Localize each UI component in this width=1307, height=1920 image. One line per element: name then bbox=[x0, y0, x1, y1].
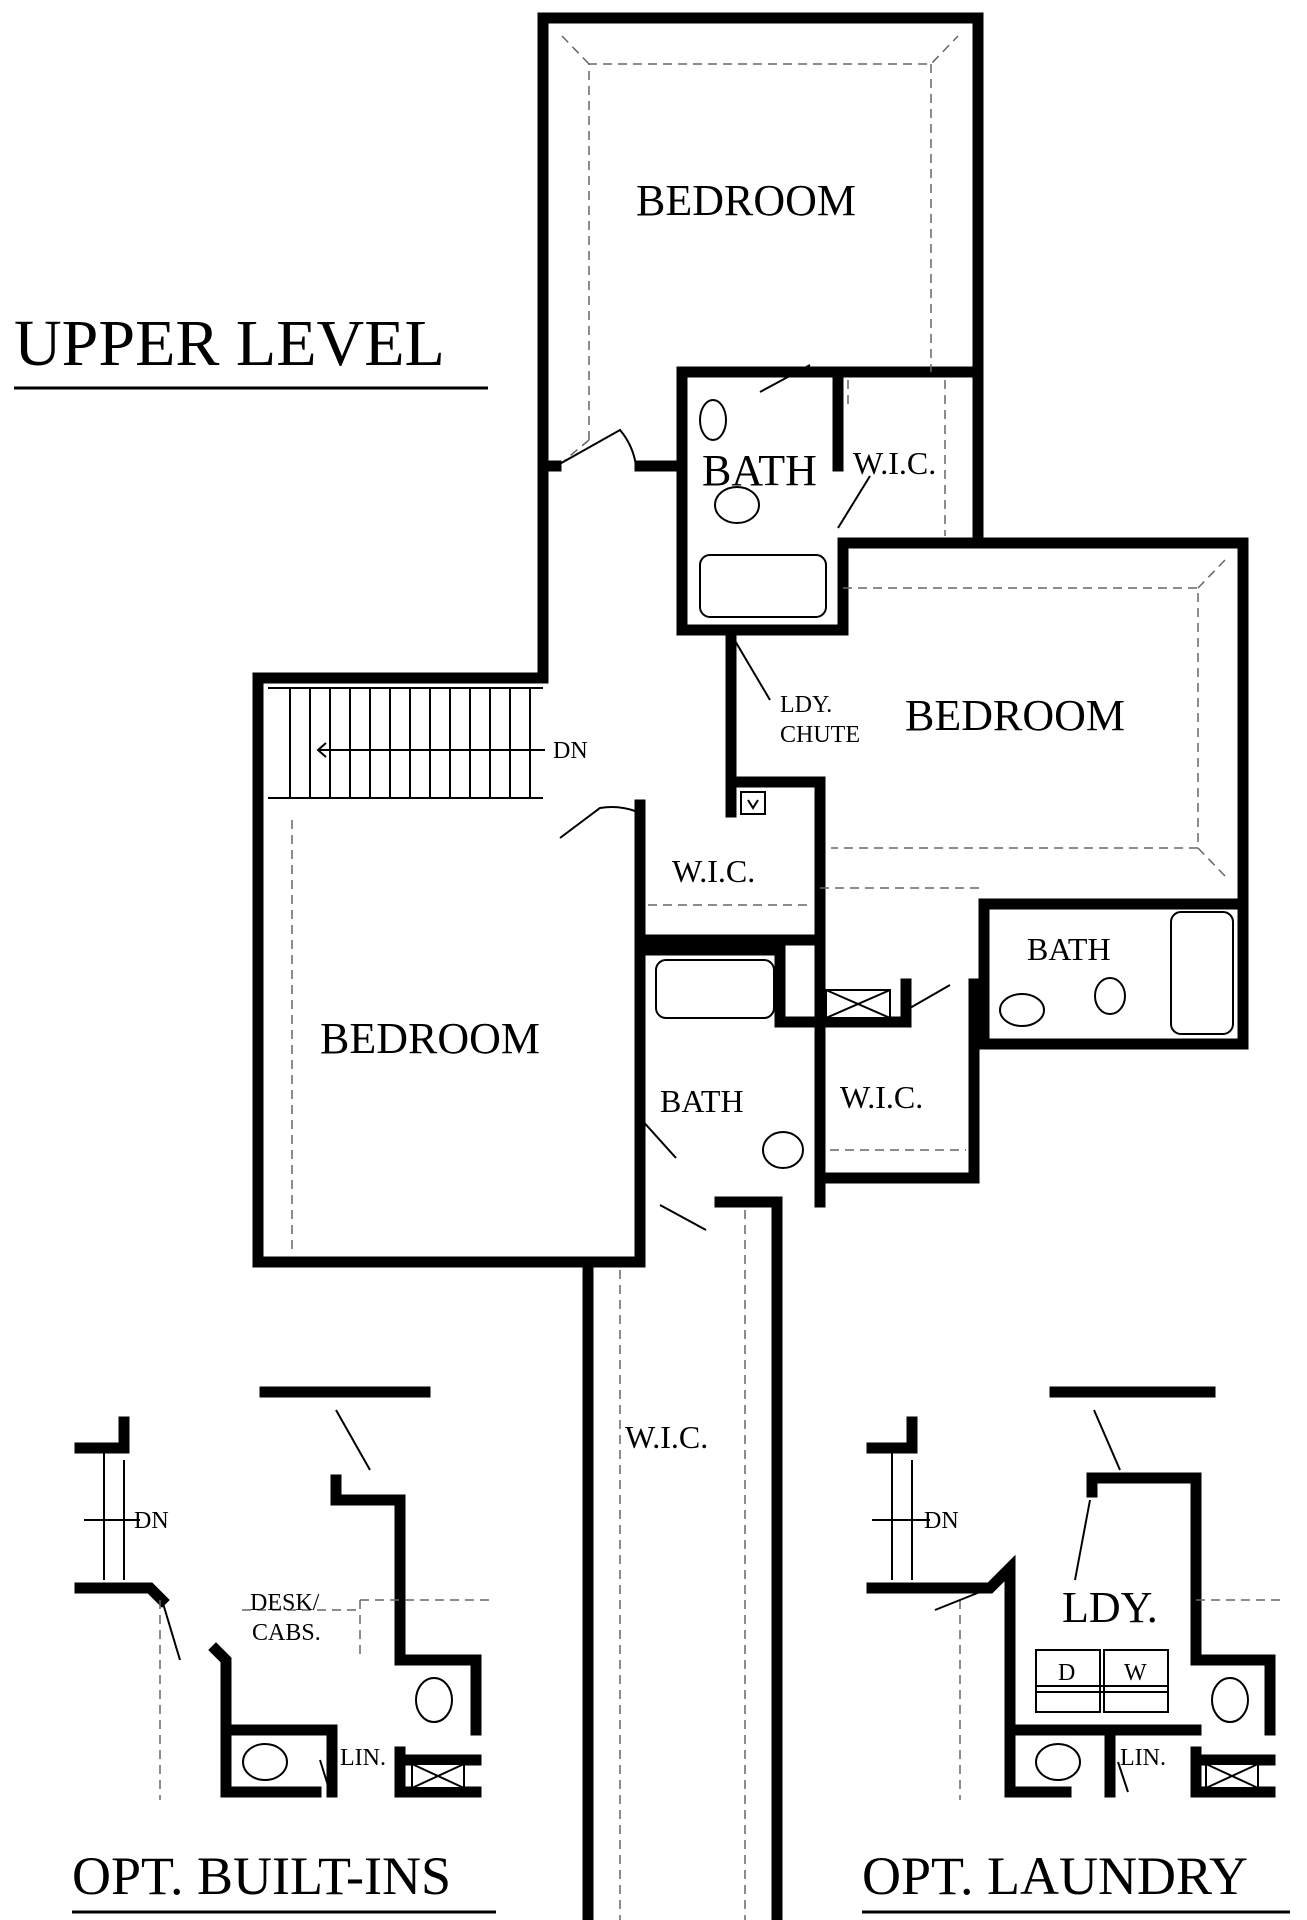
tub-center-bath bbox=[655, 959, 775, 1019]
laundry-chute bbox=[740, 791, 766, 815]
room-labels: BEDROOM BATH W.I.C. BEDROOM LDY. CHUTE W… bbox=[320, 176, 1125, 1455]
tub-right-bath bbox=[1170, 911, 1234, 1035]
title-opt-builtins: OPT. BUILT-INS bbox=[72, 1846, 451, 1906]
label-bedroom-right: BEDROOM bbox=[905, 691, 1125, 740]
laundry-dryer-label: D bbox=[1058, 1660, 1075, 1686]
builtins-desk-label-1: DESK/ bbox=[250, 1590, 320, 1616]
wall-left-bedroom bbox=[252, 799, 646, 1268]
title-upper-level: UPPER LEVEL bbox=[14, 307, 445, 380]
upper-level-title: UPPER LEVEL bbox=[14, 307, 488, 390]
label-bath-top: BATH bbox=[702, 446, 817, 495]
wall-right-bedroom bbox=[837, 537, 1249, 1050]
staircase: DN bbox=[268, 687, 588, 799]
toilet-top-bath bbox=[714, 486, 760, 524]
laundry-washer-label: W bbox=[1124, 1660, 1147, 1686]
interior-walls bbox=[634, 366, 1249, 1208]
builtins-lin-label: LIN. bbox=[340, 1745, 386, 1771]
ceiling-lines bbox=[291, 35, 1226, 1920]
laundry-lin-label: LIN. bbox=[1120, 1745, 1166, 1771]
toilet-right-bath bbox=[1094, 977, 1126, 1015]
wall-stair-top bbox=[252, 460, 549, 811]
builtins-sink-2 bbox=[415, 1677, 453, 1723]
builtins-desk-label-2: CABS. bbox=[252, 1620, 321, 1646]
sink-right-bath bbox=[999, 993, 1045, 1027]
tub-top-bath bbox=[699, 554, 827, 618]
label-bedroom-top: BEDROOM bbox=[636, 176, 856, 225]
laundry-washer bbox=[1103, 1649, 1169, 1713]
label-wic-bottom: W.I.C. bbox=[625, 1419, 708, 1455]
builtins-sink-1 bbox=[242, 1743, 288, 1781]
title-opt-laundry: OPT. LAUNDRY bbox=[862, 1846, 1248, 1906]
laundry-ldy-label: LDY. bbox=[1062, 1583, 1158, 1632]
laundry-dryer bbox=[1035, 1649, 1101, 1713]
label-ldy-chute-2: CHUTE bbox=[780, 722, 860, 748]
stair-treads bbox=[289, 688, 531, 798]
label-wic-center: W.I.C. bbox=[672, 853, 755, 889]
laundry-sink-2 bbox=[1211, 1677, 1249, 1723]
sink-top-bath bbox=[699, 399, 727, 441]
doors bbox=[555, 364, 951, 1231]
label-bedroom-left: BEDROOM bbox=[320, 1014, 540, 1063]
label-bath-right: BATH bbox=[1027, 931, 1111, 967]
builtins-dn-label: DN bbox=[134, 1508, 169, 1534]
stairs-dn-label: DN bbox=[553, 738, 588, 764]
sink-center-bath bbox=[762, 1131, 804, 1169]
opt-laundry-plan: DN D W LDY. LIN. OPT. LAUNDRY bbox=[862, 1386, 1290, 1914]
wall-long-wic bbox=[582, 1196, 783, 1920]
label-wic-mid: W.I.C. bbox=[840, 1079, 923, 1115]
laundry-dn-label: DN bbox=[924, 1508, 959, 1534]
laundry-sink-1 bbox=[1035, 1743, 1081, 1781]
label-bath-center: BATH bbox=[660, 1083, 744, 1119]
exterior-walls bbox=[252, 12, 1249, 1920]
label-wic-top: W.I.C. bbox=[853, 445, 936, 481]
label-ldy-chute-1: LDY. bbox=[780, 692, 832, 718]
fixtures bbox=[655, 399, 1234, 1169]
opt-builtins-plan: DN DESK/ CABS. LIN. OPT. BUILT-INS bbox=[72, 1386, 496, 1914]
